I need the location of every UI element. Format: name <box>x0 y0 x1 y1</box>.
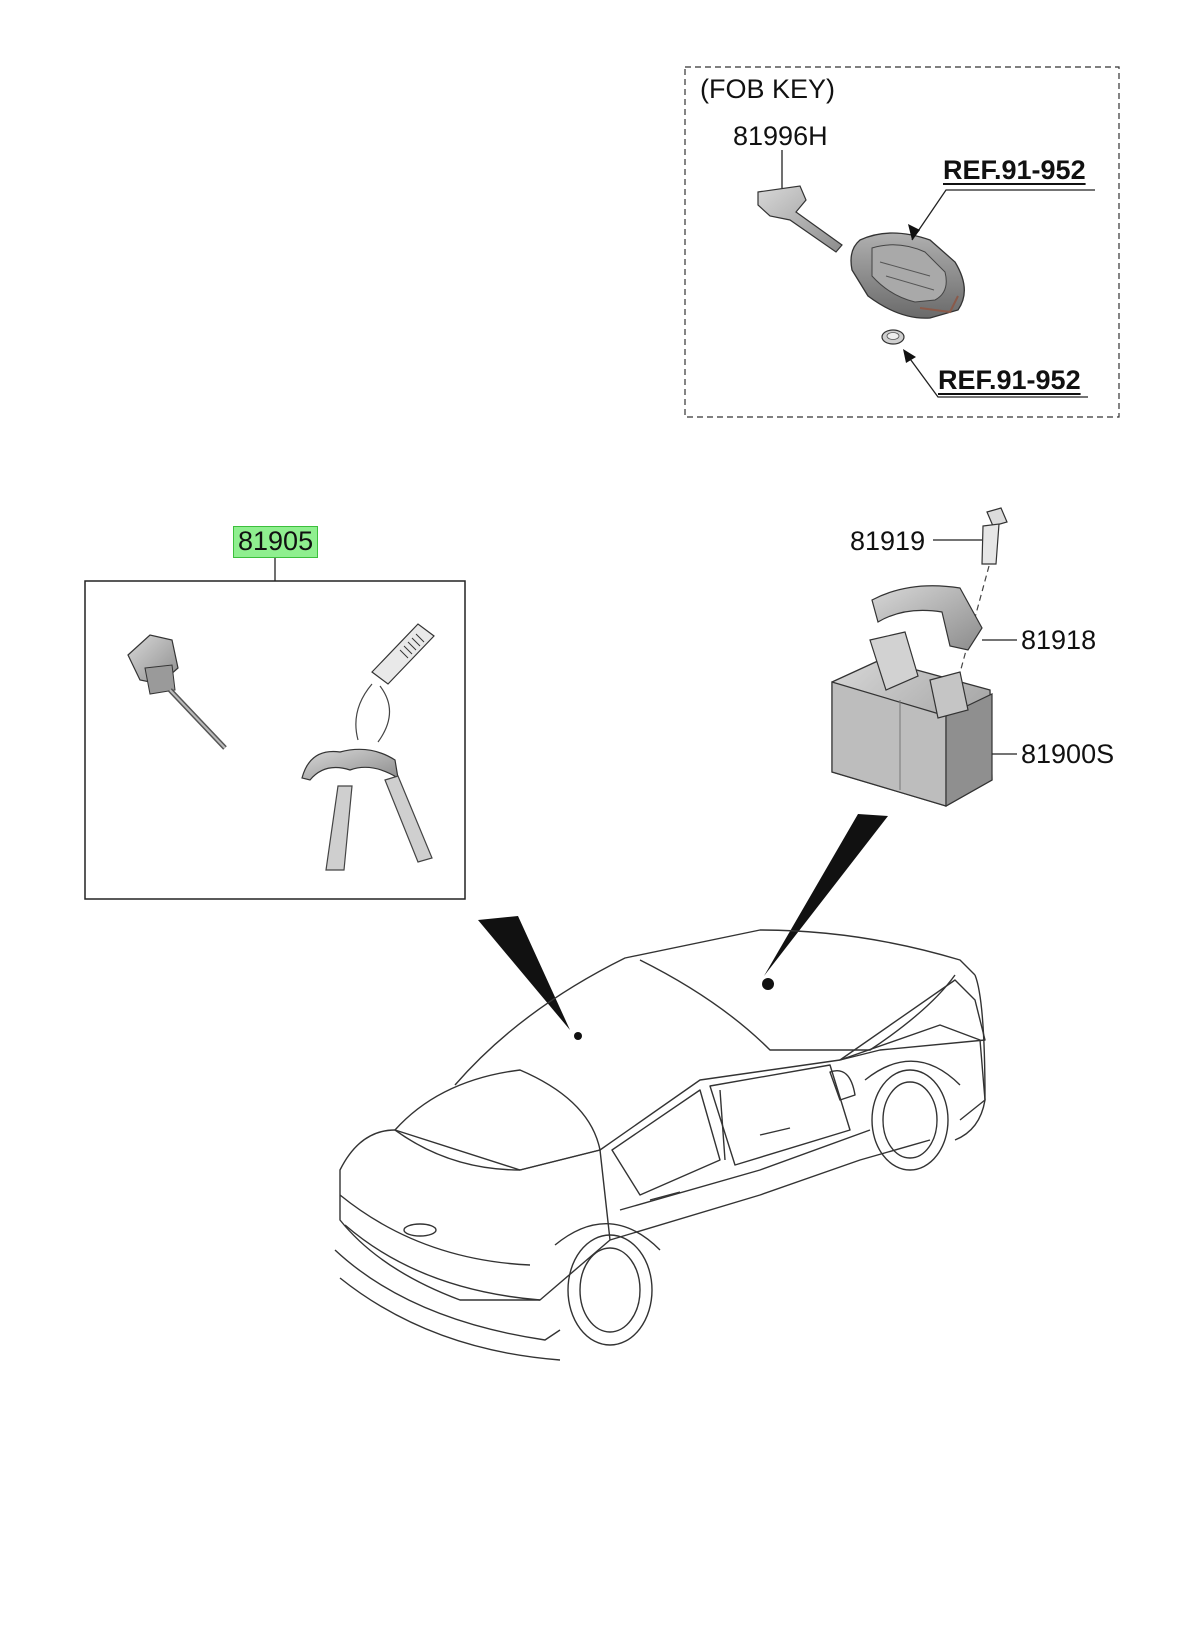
fob-key-title: (FOB KEY) <box>700 74 836 104</box>
ref-label-battery[interactable]: REF.91-952 <box>938 365 1081 395</box>
part-label-ignition-module[interactable]: 81900S <box>1021 739 1115 769</box>
smart-key-fob <box>850 232 965 319</box>
pointer-wedge-left <box>478 916 570 1030</box>
coin-battery <box>881 329 905 345</box>
part-label-key-blade[interactable]: 81996H <box>733 121 828 151</box>
part-label-key-set[interactable]: 81905 <box>233 526 319 558</box>
part-label-bolt[interactable]: 81919 <box>850 526 926 556</box>
key-tag-and-keys <box>301 623 435 871</box>
vehicle-outline <box>334 929 986 1361</box>
bolt-part <box>957 507 1008 681</box>
ref-label-fob[interactable]: REF.91-952 <box>943 155 1086 185</box>
pointer-wedge-right <box>764 814 888 976</box>
fob-key-box <box>684 66 1120 418</box>
key-set-box <box>84 580 466 900</box>
bracket-part <box>871 585 983 651</box>
part-label-bracket[interactable]: 81918 <box>1021 625 1097 655</box>
ignition-module <box>831 631 993 808</box>
key-blade-part <box>757 150 843 253</box>
lock-cylinder <box>127 634 227 750</box>
